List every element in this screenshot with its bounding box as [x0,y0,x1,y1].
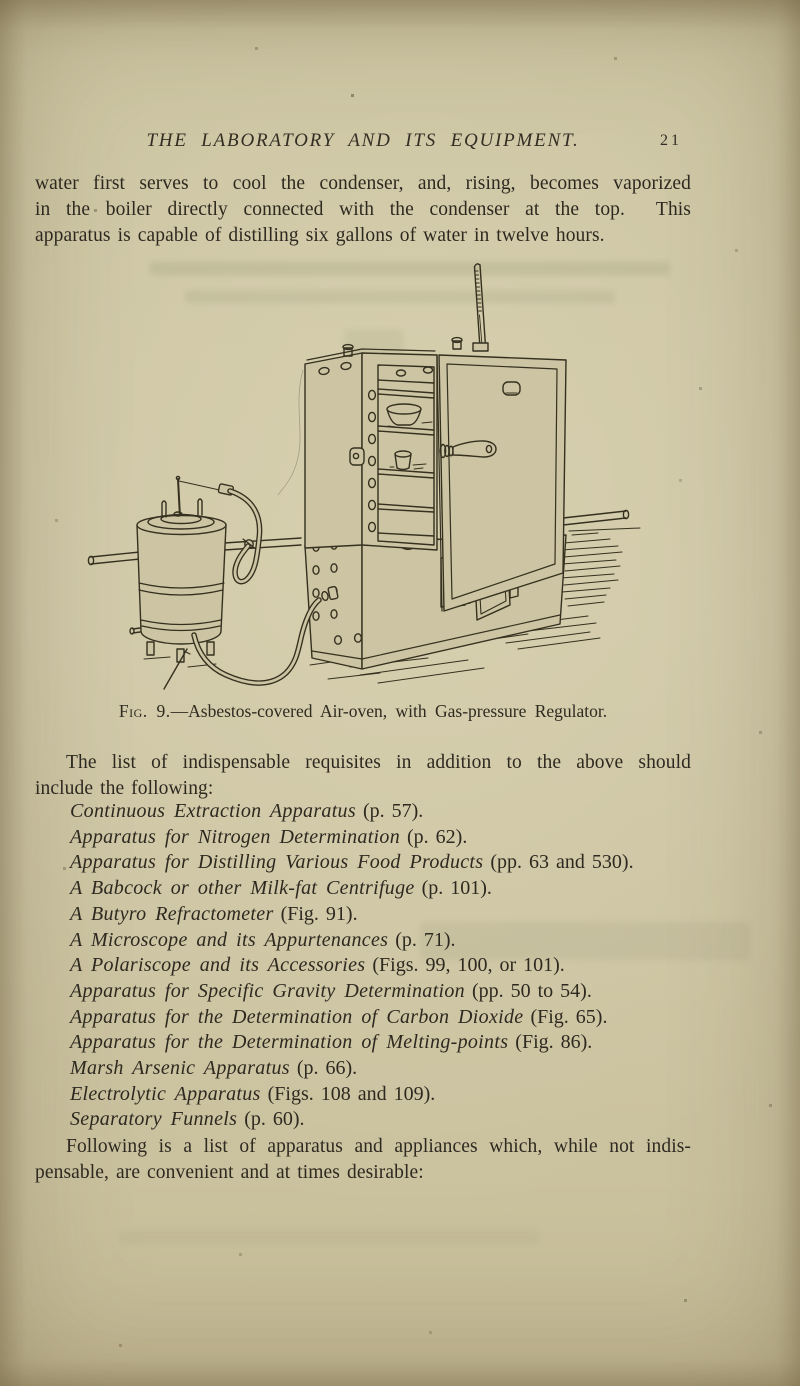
paragraph-closing: Following is a list of apparatus and app… [35,1134,691,1186]
apparatus-name: A Butyro Refractometer [70,902,274,925]
apparatus-reference: (Figs. 99, 100, or 101). [365,954,565,977]
apparatus-name: A Microscope and its Appurtenances [70,928,389,951]
apparatus-list-item: A Polariscope and its Accessories (Figs.… [70,953,710,979]
oven-shelf [377,388,435,399]
regulator-lever [163,648,191,690]
apparatus-reference: (p. 62). [400,825,468,848]
figure-9-illustration [48,255,708,700]
apparatus-name: Electrolytic Apparatus [70,1082,261,1105]
scratch-mark [277,369,304,496]
apparatus-list-item: A Butyro Refractometer (Fig. 91). [70,902,710,928]
door-handle [439,440,497,459]
apparatus-list-item: Separatory Funnels (p. 60). [70,1107,710,1133]
text-line: pensable, are convenient and at times de… [35,1162,424,1183]
apparatus-name: Apparatus for Distilling Various Food Pr… [70,851,484,874]
regulator-body [129,498,227,663]
apparatus-reference: (p. 57). [355,800,424,822]
figure-caption-text: —Asbestos-covered Air-oven, with Gas-pre… [170,701,608,721]
apparatus-reference: (p. 60). [237,1108,305,1131]
oven-cabinet [304,336,463,551]
apparatus-name: Apparatus for Nitrogen Determination [70,825,401,848]
text-line: water first serves to cool the condenser… [35,173,691,194]
apparatus-reference: (p. 101). [414,877,492,900]
figure-caption-label: Fig. 9. [118,701,171,721]
apparatus-list-item: Continuous Extraction Apparatus (p. 57). [70,799,710,825]
apparatus-list-item: A Microscope and its Appurtenances (p. 7… [70,928,710,954]
text-line: in the boiler directly connected with th… [35,199,691,220]
apparatus-list-item: Apparatus for Nitrogen Determination (p.… [70,825,710,851]
running-header-title: THE LABORATORY AND ITS EQUIPMENT. [146,130,580,151]
apparatus-name: Marsh Arsenic Apparatus [70,1057,290,1080]
apparatus-reference: (Figs. 108 and 109). [260,1082,436,1105]
apparatus-list-item: Marsh Arsenic Apparatus (p. 66). [70,1056,710,1082]
paragraph-list-intro: The list of indispensable requisites in … [35,750,691,802]
apparatus-list-item: Apparatus for Specific Gravity Determina… [70,979,710,1005]
apparatus-list-item: Apparatus for the Determination of Melti… [70,1030,710,1056]
apparatus-reference: (p. 71). [388,928,456,951]
figure-caption: Fig. 9.—Asbestos-covered Air-oven, with … [35,701,691,722]
oven-door [436,354,567,612]
apparatus-list-item: A Babcock or other Milk-fat Centrifuge (… [70,876,710,902]
apparatus-reference: (Fig. 91). [273,902,358,925]
oven-shelf [377,503,435,513]
text-line: include the following: [35,778,214,799]
oven-shelf [377,532,435,537]
bleedthrough-text-band [120,1230,540,1244]
page-number: 21 [660,132,682,149]
apparatus-name: Apparatus for the Determination of Carbo… [70,1005,524,1028]
gas-pressure-regulator [129,475,257,690]
rubber-tubing [191,488,339,686]
apparatus-name: Continuous Extraction Apparatus [70,800,356,822]
apparatus-reference: (pp. 50 to 54). [464,979,592,1002]
apparatus-reference: (Fig. 65). [523,1005,608,1028]
oven-interior [377,364,435,546]
evaporating-dish [386,403,433,428]
text-line: apparatus is capable of distilling six g… [35,225,605,246]
beaker [389,450,427,471]
apparatus-list-item: Electrolytic Apparatus (Figs. 108 and 10… [70,1082,710,1108]
apparatus-list: Continuous Extraction Apparatus (p. 57).… [70,799,710,1133]
apparatus-reference: (p. 66). [289,1057,358,1080]
apparatus-list-item: Apparatus for Distilling Various Food Pr… [70,850,710,876]
apparatus-name: Apparatus for the Determination of Melti… [70,1031,509,1054]
apparatus-reference: (pp. 63 and 530). [483,851,634,874]
door-vent-hole [502,381,521,396]
air-oven [304,263,567,670]
oven-shelf [377,468,435,479]
frame-perforations [367,389,377,533]
apparatus-name: A Polariscope and its Accessories [70,954,366,977]
thermometer [472,263,489,352]
top-bolt [342,343,354,357]
regulator-rod [175,475,225,518]
apparatus-reference: (Fig. 86). [508,1031,593,1054]
top-bolt [451,336,463,350]
text-line: Following is a list of apparatus and app… [66,1136,691,1157]
text-line: The list of indispensable requisites in … [66,752,691,773]
oven-shelf [377,425,435,436]
gas-pipe [87,509,641,566]
paper-specks [0,0,1,1]
apparatus-name: Apparatus for Specific Gravity Determina… [70,979,465,1002]
apparatus-list-item: Apparatus for the Determination of Carbo… [70,1005,710,1031]
tube-coupling [321,585,339,602]
apparatus-name: A Babcock or other Milk-fat Centrifuge [70,877,415,900]
cabinet-latch [349,447,365,466]
paragraph-distilling-apparatus: water first serves to cool the condenser… [35,171,691,249]
apparatus-name: Separatory Funnels [70,1108,238,1131]
